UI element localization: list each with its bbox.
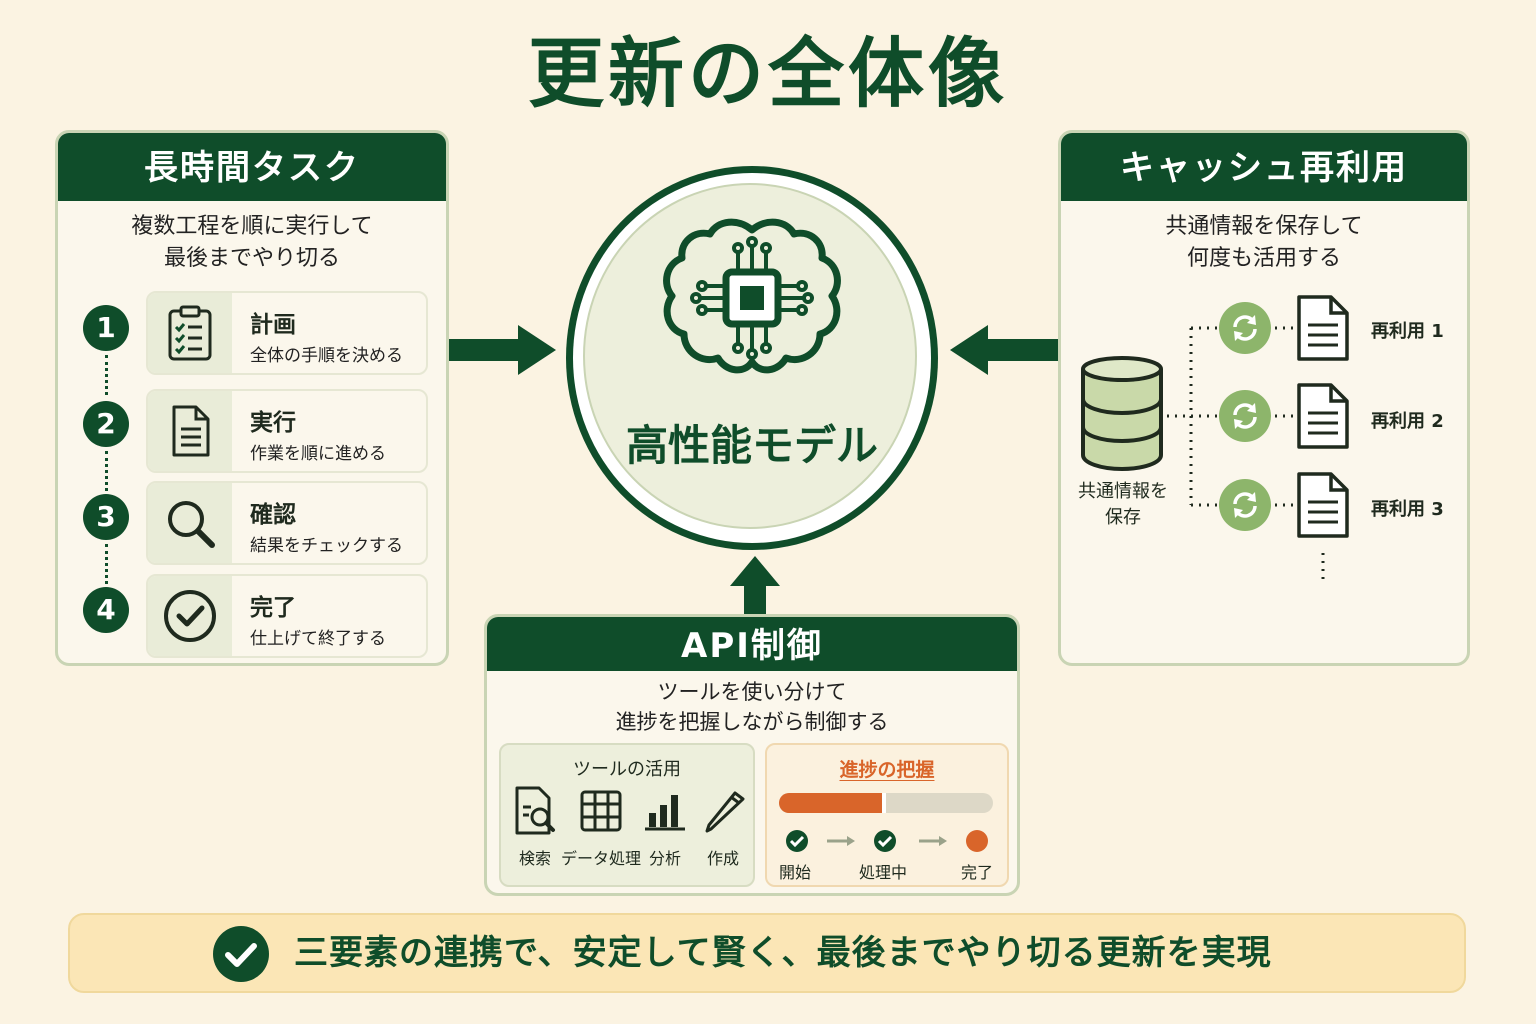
step-title: 実行 <box>250 410 296 436</box>
step-number-2: 2 <box>83 401 129 447</box>
document-icon <box>1297 295 1349 361</box>
long-task-panel: 長時間タスク 複数工程を順に実行して 最後までやり切る 1 計画 全体の手順を決… <box>55 130 449 666</box>
refresh-circle-2 <box>1219 390 1271 442</box>
step-card-check: 確認 結果をチェックする <box>146 481 428 565</box>
brain-chip-icon <box>663 218 841 374</box>
tool-label: データ処理 <box>560 849 641 868</box>
cache-reuse-description: 共通情報を保存して 何度も活用する <box>1165 214 1363 271</box>
summary-text: 三要素の連携で、安定して賢く、最後までやり切る更新を実現 <box>294 933 1272 973</box>
api-control-panel: API制御 ツールを使い分けて 進捗を把握しながら制御する ツールの活用 <box>484 614 1020 896</box>
document-icon <box>1297 383 1349 449</box>
clipboard-checklist-icon <box>168 305 212 361</box>
cache-connectors <box>1167 326 1325 585</box>
arrow-left-to-center <box>518 325 556 375</box>
step-connector <box>105 451 108 491</box>
step-card-plan: 計画 全体の手順を決める <box>146 291 428 375</box>
progress-box: 進捗の把握 開始 処理中 完了 <box>765 743 1009 887</box>
step-title: 完了 <box>250 595 296 621</box>
api-control-title: API制御 <box>487 617 1017 671</box>
step-number-4: 4 <box>83 587 129 633</box>
step-dot-complete <box>966 830 988 852</box>
long-task-title: 長時間タスク <box>58 133 446 201</box>
document-search-icon <box>515 786 555 835</box>
progress-bar-track <box>779 793 993 813</box>
reuse-label-1: 再利用 1 <box>1371 321 1444 342</box>
step-connector <box>105 544 108 584</box>
refresh-circle-1 <box>1219 302 1271 354</box>
long-task-description: 複数工程を順に実行して 最後までやり切る <box>131 214 373 271</box>
center-model-label: 高性能モデル <box>625 421 878 470</box>
center-model-node: 高性能モデル <box>566 166 938 550</box>
reuse-label-2: 再利用 2 <box>1371 411 1444 432</box>
magnifier-icon <box>168 501 215 548</box>
check-circle-icon <box>164 590 216 642</box>
step-connector <box>105 355 108 395</box>
document-icon <box>1297 472 1349 538</box>
database-icon <box>1081 356 1163 471</box>
step-card-execute: 実行 作業を順に進める <box>146 389 428 473</box>
progress-bar-fill <box>779 793 886 813</box>
tool-label: 検索 <box>518 849 551 868</box>
step-title: 確認 <box>250 502 296 528</box>
step-number-3: 3 <box>83 494 129 540</box>
tools-box: ツールの活用 検索 データ処理 分析 作成 <box>499 743 755 887</box>
progress-step-label: 開始 <box>779 863 812 882</box>
bar-chart-icon <box>645 795 685 831</box>
database-label: 共通情報を 保存 <box>1078 481 1168 528</box>
step-subtitle: 作業を順に進める <box>250 444 386 464</box>
arrow-bottom-to-center <box>730 556 780 586</box>
summary-banner: 三要素の連携で、安定して賢く、最後までやり切る更新を実現 <box>68 913 1466 993</box>
step-number-1: 1 <box>83 305 129 351</box>
tool-label: 作成 <box>706 849 739 868</box>
page-title: 更新の全体像 <box>528 29 1008 118</box>
table-icon <box>580 790 622 832</box>
tools-title: ツールの活用 <box>573 759 681 780</box>
cache-reuse-title: キャッシュ再利用 <box>1061 133 1467 201</box>
reuse-label-3: 再利用 3 <box>1371 499 1444 520</box>
step-subtitle: 結果をチェックする <box>250 536 403 556</box>
document-icon <box>172 405 210 457</box>
progress-steps-graphic <box>786 830 988 852</box>
check-circle-icon <box>213 926 269 982</box>
progress-step-label: 完了 <box>961 863 994 882</box>
progress-title: 進捗の把握 <box>839 759 935 781</box>
step-card-complete: 完了 仕上げて終了する <box>146 574 428 658</box>
arrow-right-to-center <box>950 325 988 375</box>
cache-reuse-panel: キャッシュ再利用 共通情報を保存して 何度も活用する 共通情報を 保存 <box>1058 130 1470 666</box>
progress-step-label: 処理中 <box>859 863 908 882</box>
refresh-circle-3 <box>1219 479 1271 531</box>
api-control-description: ツールを使い分けて 進捗を把握しながら制御する <box>615 680 889 734</box>
refresh-icon <box>1233 315 1257 341</box>
step-subtitle: 仕上げて終了する <box>250 629 386 649</box>
tool-label: 分析 <box>648 849 681 868</box>
refresh-icon <box>1233 403 1257 429</box>
refresh-icon <box>1233 492 1257 518</box>
step-title: 計画 <box>250 312 296 338</box>
pencil-icon <box>705 791 745 833</box>
step-subtitle: 全体の手順を決める <box>250 346 403 366</box>
